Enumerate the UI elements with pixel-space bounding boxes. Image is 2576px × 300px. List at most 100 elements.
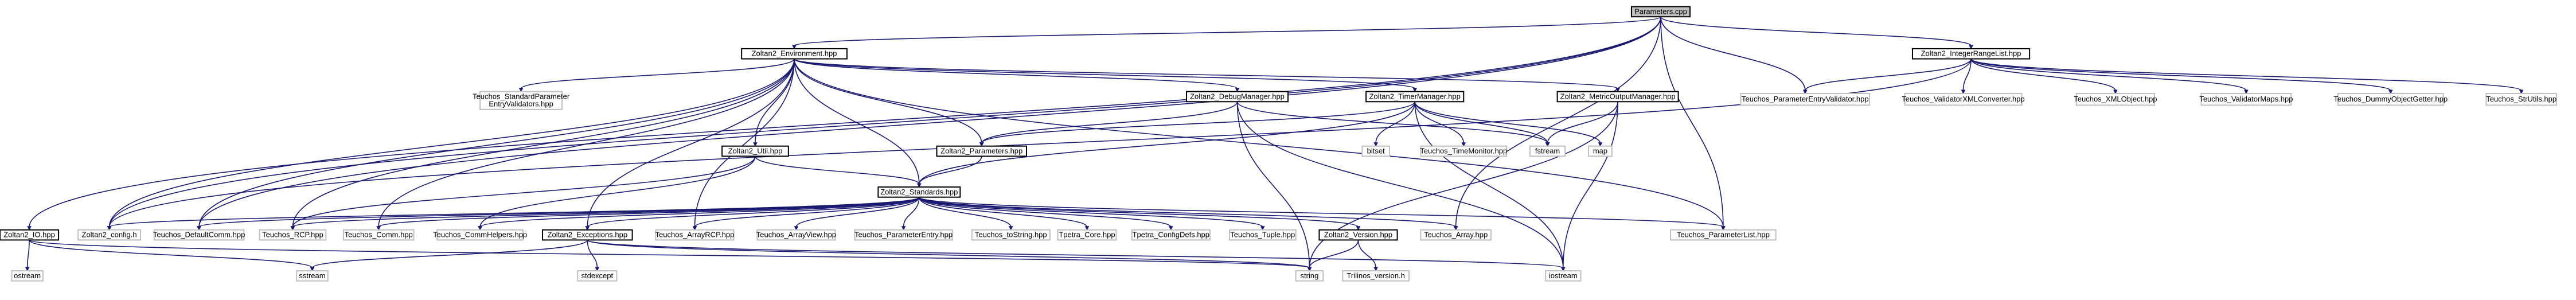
- edge-arrowhead: [1008, 226, 1013, 231]
- edge-arrowhead: [310, 267, 315, 272]
- edge-line: [1970, 58, 2391, 91]
- node-util[interactable]: Zoltan2_Util.hpp: [721, 145, 789, 157]
- node-comm-helpers: Teuchos_CommHelpers.hpp: [433, 229, 527, 241]
- edge-integer_range_list-to-xml_object: [1970, 59, 2118, 95]
- node-label: Zoltan2_IO.hpp: [3, 231, 55, 239]
- edge-arrowhead: [1961, 89, 1966, 95]
- node-config: Zoltan2_config.h: [77, 229, 142, 241]
- edge-standards-to-comm: [376, 196, 920, 231]
- edge-standards-to-version: [919, 196, 1361, 231]
- edge-line: [108, 59, 1972, 227]
- edge-arrowhead: [1260, 226, 1265, 231]
- node-label: Zoltan2_Util.hpp: [728, 147, 783, 155]
- node-standards[interactable]: Zoltan2_Standards.hpp: [877, 186, 961, 198]
- node-label: Teuchos_Tuple.hpp: [1230, 231, 1295, 239]
- node-label: Zoltan2_Version.hpp: [1324, 231, 1392, 239]
- node-label: Zoltan2_config.h: [82, 231, 137, 239]
- edge-line: [919, 196, 1263, 228]
- edge-environment-to-std_param_validators: [518, 59, 795, 92]
- node-box: [1545, 270, 1582, 282]
- edge-util-to-rcp: [290, 156, 756, 231]
- edge-line: [520, 59, 795, 89]
- node-box: [1630, 6, 1691, 18]
- edge-arrowhead: [1373, 142, 1378, 147]
- node-tuple: Teuchos_Tuple.hpp: [1228, 229, 1297, 241]
- node-metric-output-manager[interactable]: Zoltan2_MetricOutputManager.hpp: [1556, 91, 1679, 103]
- edge-environment-to-exceptions: [585, 59, 795, 231]
- edge-arrowhead: [1412, 88, 1418, 92]
- node-label: EntryValidators.hpp: [489, 100, 553, 108]
- node-io[interactable]: Zoltan2_IO.hpp: [0, 229, 60, 241]
- node-box: [1556, 91, 1679, 103]
- edge-line: [1660, 17, 1806, 91]
- node-box: [2485, 93, 2557, 106]
- edge-line: [794, 58, 1238, 89]
- edge-line: [29, 17, 1661, 227]
- node-timer-manager[interactable]: Zoltan2_TimerManager.hpp: [1365, 91, 1465, 103]
- edge-timer_manager-to-bitset: [1373, 102, 1415, 147]
- edge-line: [587, 59, 795, 227]
- edge-line: [1414, 102, 1465, 143]
- node-comm: Teuchos_Comm.hpp: [342, 229, 415, 241]
- node-box: [296, 270, 329, 282]
- node-label: Teuchos_XMLObject.hpp: [2074, 95, 2157, 103]
- edge-arrowhead: [478, 226, 482, 231]
- edge-debug_manager-to-fstream: [1236, 101, 1550, 147]
- node-label: Teuchos_DummyObjectGetter.hpp: [2333, 95, 2448, 103]
- node-label: Teuchos_ArrayRCP.hpp: [655, 231, 735, 239]
- edge-line: [794, 16, 1661, 46]
- edge-arrowhead: [376, 226, 381, 231]
- edge-standards-to-exceptions: [585, 196, 920, 231]
- edge-arrowhead: [1461, 142, 1466, 147]
- node-parameters-hpp[interactable]: Zoltan2_Parameters.hpp: [936, 145, 1027, 157]
- node-exceptions[interactable]: Zoltan2_Exceptions.hpp: [542, 229, 633, 241]
- edge-line: [108, 17, 1661, 227]
- node-box: [1669, 229, 1777, 241]
- node-bitset: bitset: [1361, 145, 1390, 157]
- node-box: [1361, 145, 1390, 157]
- edge-line: [1236, 102, 1564, 268]
- node-version[interactable]: Zoltan2_Version.hpp: [1318, 229, 1398, 241]
- edge-line: [378, 59, 795, 227]
- edge-standards-to-tuple: [919, 196, 1265, 231]
- node-environment[interactable]: Zoltan2_Environment.hpp: [741, 48, 848, 60]
- node-label: Tpetra_Core.hpp: [1059, 231, 1115, 239]
- node-label: Teuchos_Comm.hpp: [345, 231, 413, 239]
- edge-integer_range_list-to-str_utils: [1970, 58, 2524, 95]
- node-parameters-cpp[interactable]: Parameters.cpp: [1630, 6, 1691, 18]
- edge-line: [794, 59, 982, 143]
- edge-io-to-ostream: [25, 240, 30, 272]
- edge-line: [1660, 17, 1724, 227]
- node-label: Teuchos_RCP.hpp: [262, 231, 323, 239]
- edge-arrowhead: [794, 226, 799, 231]
- node-box: [2200, 93, 2292, 106]
- edge-line: [903, 197, 920, 227]
- node-dummy-object-getter: Teuchos_DummyObjectGetter.hpp: [2333, 93, 2448, 106]
- node-box: [854, 229, 953, 241]
- edge-line: [694, 59, 795, 227]
- edge-line: [794, 59, 920, 185]
- edge-arrowhead: [917, 183, 922, 188]
- node-box: [1529, 145, 1566, 157]
- edge-line: [26, 240, 30, 268]
- edge-line: [919, 197, 1172, 228]
- edge-arrowhead: [107, 226, 112, 231]
- node-integer-range-list[interactable]: Zoltan2_IntegerRangeList.hpp: [1911, 48, 2031, 60]
- edge-integer_range_list-to-validator_maps: [1970, 59, 2249, 95]
- edge-line: [1414, 102, 1548, 143]
- node-box: [153, 229, 245, 241]
- node-debug-manager[interactable]: Zoltan2_DebugManager.hpp: [1186, 91, 1289, 103]
- edge-parameters_cpp-to-config: [107, 17, 1661, 231]
- edge-line: [29, 239, 313, 268]
- edge-line: [1375, 102, 1415, 143]
- node-time-monitor: Teuchos_TimeMonitor.hpp: [1420, 145, 1507, 157]
- node-label: sstream: [299, 271, 325, 280]
- edge-line: [1970, 59, 2116, 91]
- edge-standards-to-rcp: [290, 196, 920, 231]
- node-box: [1318, 229, 1398, 241]
- edge-standards-to-array_rcp: [692, 197, 920, 231]
- node-box: [2337, 93, 2444, 106]
- node-label: Teuchos_TimeMonitor.hpp: [1420, 147, 1507, 155]
- node-label: Teuchos_DefaultComm.hpp: [153, 231, 245, 239]
